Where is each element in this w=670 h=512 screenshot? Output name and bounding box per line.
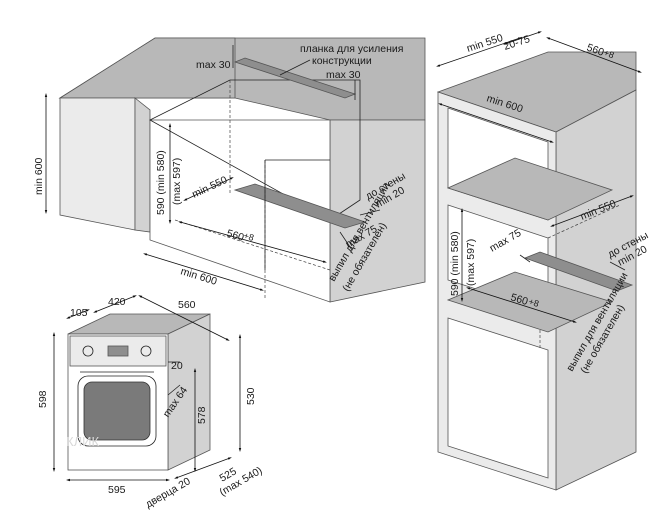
dim-560-b <box>466 287 577 323</box>
label-595: 595 <box>108 484 126 496</box>
counter-cabinet <box>58 37 426 303</box>
label-min550-top: min 550 <box>465 32 504 55</box>
label-door20: дверца 20 <box>144 475 193 510</box>
dim-min550 <box>183 177 234 201</box>
label-530: 530 <box>245 387 257 405</box>
label-560: 560 <box>178 299 196 311</box>
label-560-tolerance: +8 <box>242 230 255 243</box>
counter-top-left <box>58 37 236 99</box>
label-560-tolerance: +8 <box>602 47 615 60</box>
vent-cutout <box>233 183 367 229</box>
label-max30-left: max 30 <box>196 59 231 71</box>
dim-560 <box>178 221 327 263</box>
leader <box>359 209 381 216</box>
label-20: 20 <box>171 360 183 372</box>
dim-525 <box>174 457 232 479</box>
label-598: 598 <box>37 390 49 408</box>
label-105: 105 <box>70 307 88 319</box>
label-20-75: 20-75 <box>502 33 531 53</box>
dim-560 <box>546 37 642 73</box>
oven-door-window <box>83 381 151 441</box>
label-560-b: 560 <box>509 291 529 308</box>
label-560: 560 <box>225 227 245 244</box>
label-560: 560 <box>585 42 606 59</box>
label-reinforcement-bar-2: конструкции <box>312 55 372 67</box>
knob-right-icon <box>140 345 152 357</box>
dim-20-75 <box>503 31 542 45</box>
top-left-dimensions <box>44 45 381 291</box>
label-niche-height: 590 (min 580) <box>155 150 167 215</box>
label-reinforcement-bar: планка для усиления <box>300 43 403 55</box>
label-niche-height-max: (max 597) <box>465 239 477 286</box>
knob-left-icon <box>82 345 94 357</box>
oven-display <box>107 345 129 357</box>
watermark-text: КЛИК <box>66 434 99 449</box>
leader <box>167 384 181 396</box>
label-min600-height: min 600 <box>33 157 45 195</box>
leader <box>519 254 531 263</box>
dim-min550-mid <box>550 195 634 227</box>
label-560-b-tolerance: +8 <box>527 296 540 309</box>
left-cabinet-side <box>134 97 151 233</box>
label-niche-height-max: (max 597) <box>171 158 183 205</box>
lower-compartment <box>447 317 549 479</box>
dim-min600-width <box>143 253 264 291</box>
label-578: 578 <box>196 406 208 424</box>
vent-cutout <box>523 251 634 292</box>
leader <box>279 59 311 76</box>
label-niche-height: 590 (min 580) <box>449 231 461 296</box>
label-min600-width: min 600 <box>179 265 218 287</box>
label-420: 420 <box>108 296 126 308</box>
left-cabinet-front <box>59 97 136 231</box>
oven-door-frame <box>77 375 157 447</box>
dim-min600 <box>438 103 554 143</box>
oven-dimensions <box>52 295 242 482</box>
leader <box>609 261 626 271</box>
dim-105 <box>66 309 90 319</box>
right-cabinet-dimensions <box>436 31 642 323</box>
oven-drawing <box>67 313 211 471</box>
dim-560 <box>138 295 230 341</box>
leader <box>339 231 353 251</box>
dim-420 <box>93 295 137 313</box>
label-max30-right: max 30 <box>326 69 361 81</box>
